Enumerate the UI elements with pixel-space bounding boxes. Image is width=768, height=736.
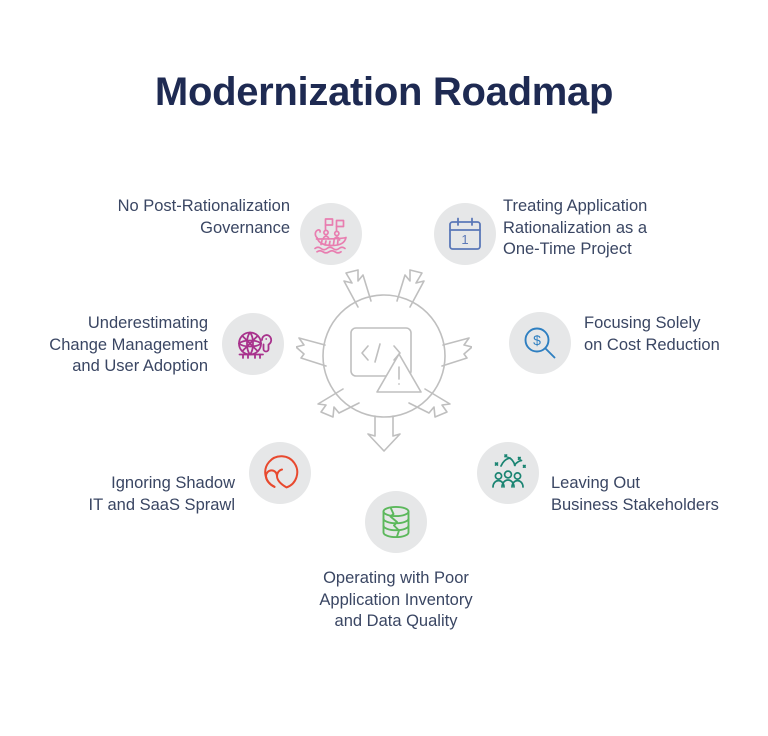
label-leaving-out-business-stakeholders: Leaving Out Business Stakeholders xyxy=(551,474,719,514)
people-celebration-icon xyxy=(492,454,526,488)
code-window-warning-icon xyxy=(350,327,422,393)
page-title: Modernization Roadmap xyxy=(154,70,614,114)
magnifier-dollar-icon: $ xyxy=(524,327,556,359)
bubble-poor-application-inventory[interactable] xyxy=(365,491,427,553)
eclipse-shadow-icon xyxy=(264,455,299,489)
bubble-focusing-solely-on-cost-reduction[interactable]: $ xyxy=(509,312,571,374)
hub-arrow-up-right xyxy=(396,269,425,308)
label-poor-application-inventory: Operating with Poor Application Inventor… xyxy=(319,569,473,630)
magnifier-dollar-symbol: $ xyxy=(533,332,541,348)
bubble-ignoring-shadow-it[interactable] xyxy=(249,442,311,504)
hub-arrow-down-right xyxy=(408,388,451,418)
bubble-underestimating-change-management[interactable] xyxy=(222,313,284,375)
calendar-day-number: 1 xyxy=(461,232,468,247)
hub-arrow-up-left xyxy=(343,269,372,308)
hub-arrow-right xyxy=(441,337,472,367)
label-no-post-rationalization-governance: No Post-Rationalization Governance xyxy=(117,197,290,237)
label-one-time-project: Treating Application Rationalization as … xyxy=(503,197,648,258)
viking-boat-with-flags-icon xyxy=(314,218,347,254)
label-underestimating-change-management: Underestimating Change Management and Us… xyxy=(49,314,208,375)
hub-arrow-down xyxy=(367,415,401,452)
bubble-one-time-project[interactable]: 1 xyxy=(434,203,496,265)
legacy-application-risk-hub xyxy=(296,268,472,452)
hub-arrow-down-left xyxy=(317,388,360,418)
label-ignoring-shadow-it: Ignoring Shadow IT and SaaS Sprawl xyxy=(88,474,235,514)
turtle-icon xyxy=(238,331,273,359)
label-focusing-solely-on-cost-reduction: Focusing Solely on Cost Reduction xyxy=(584,314,720,354)
bubble-leaving-out-business-stakeholders[interactable] xyxy=(477,442,539,504)
hub-arrow-left xyxy=(296,337,327,367)
calendar-one-icon: 1 xyxy=(449,217,481,250)
bubble-no-post-rationalization-governance[interactable] xyxy=(300,203,362,265)
cracked-database-icon xyxy=(382,505,410,539)
